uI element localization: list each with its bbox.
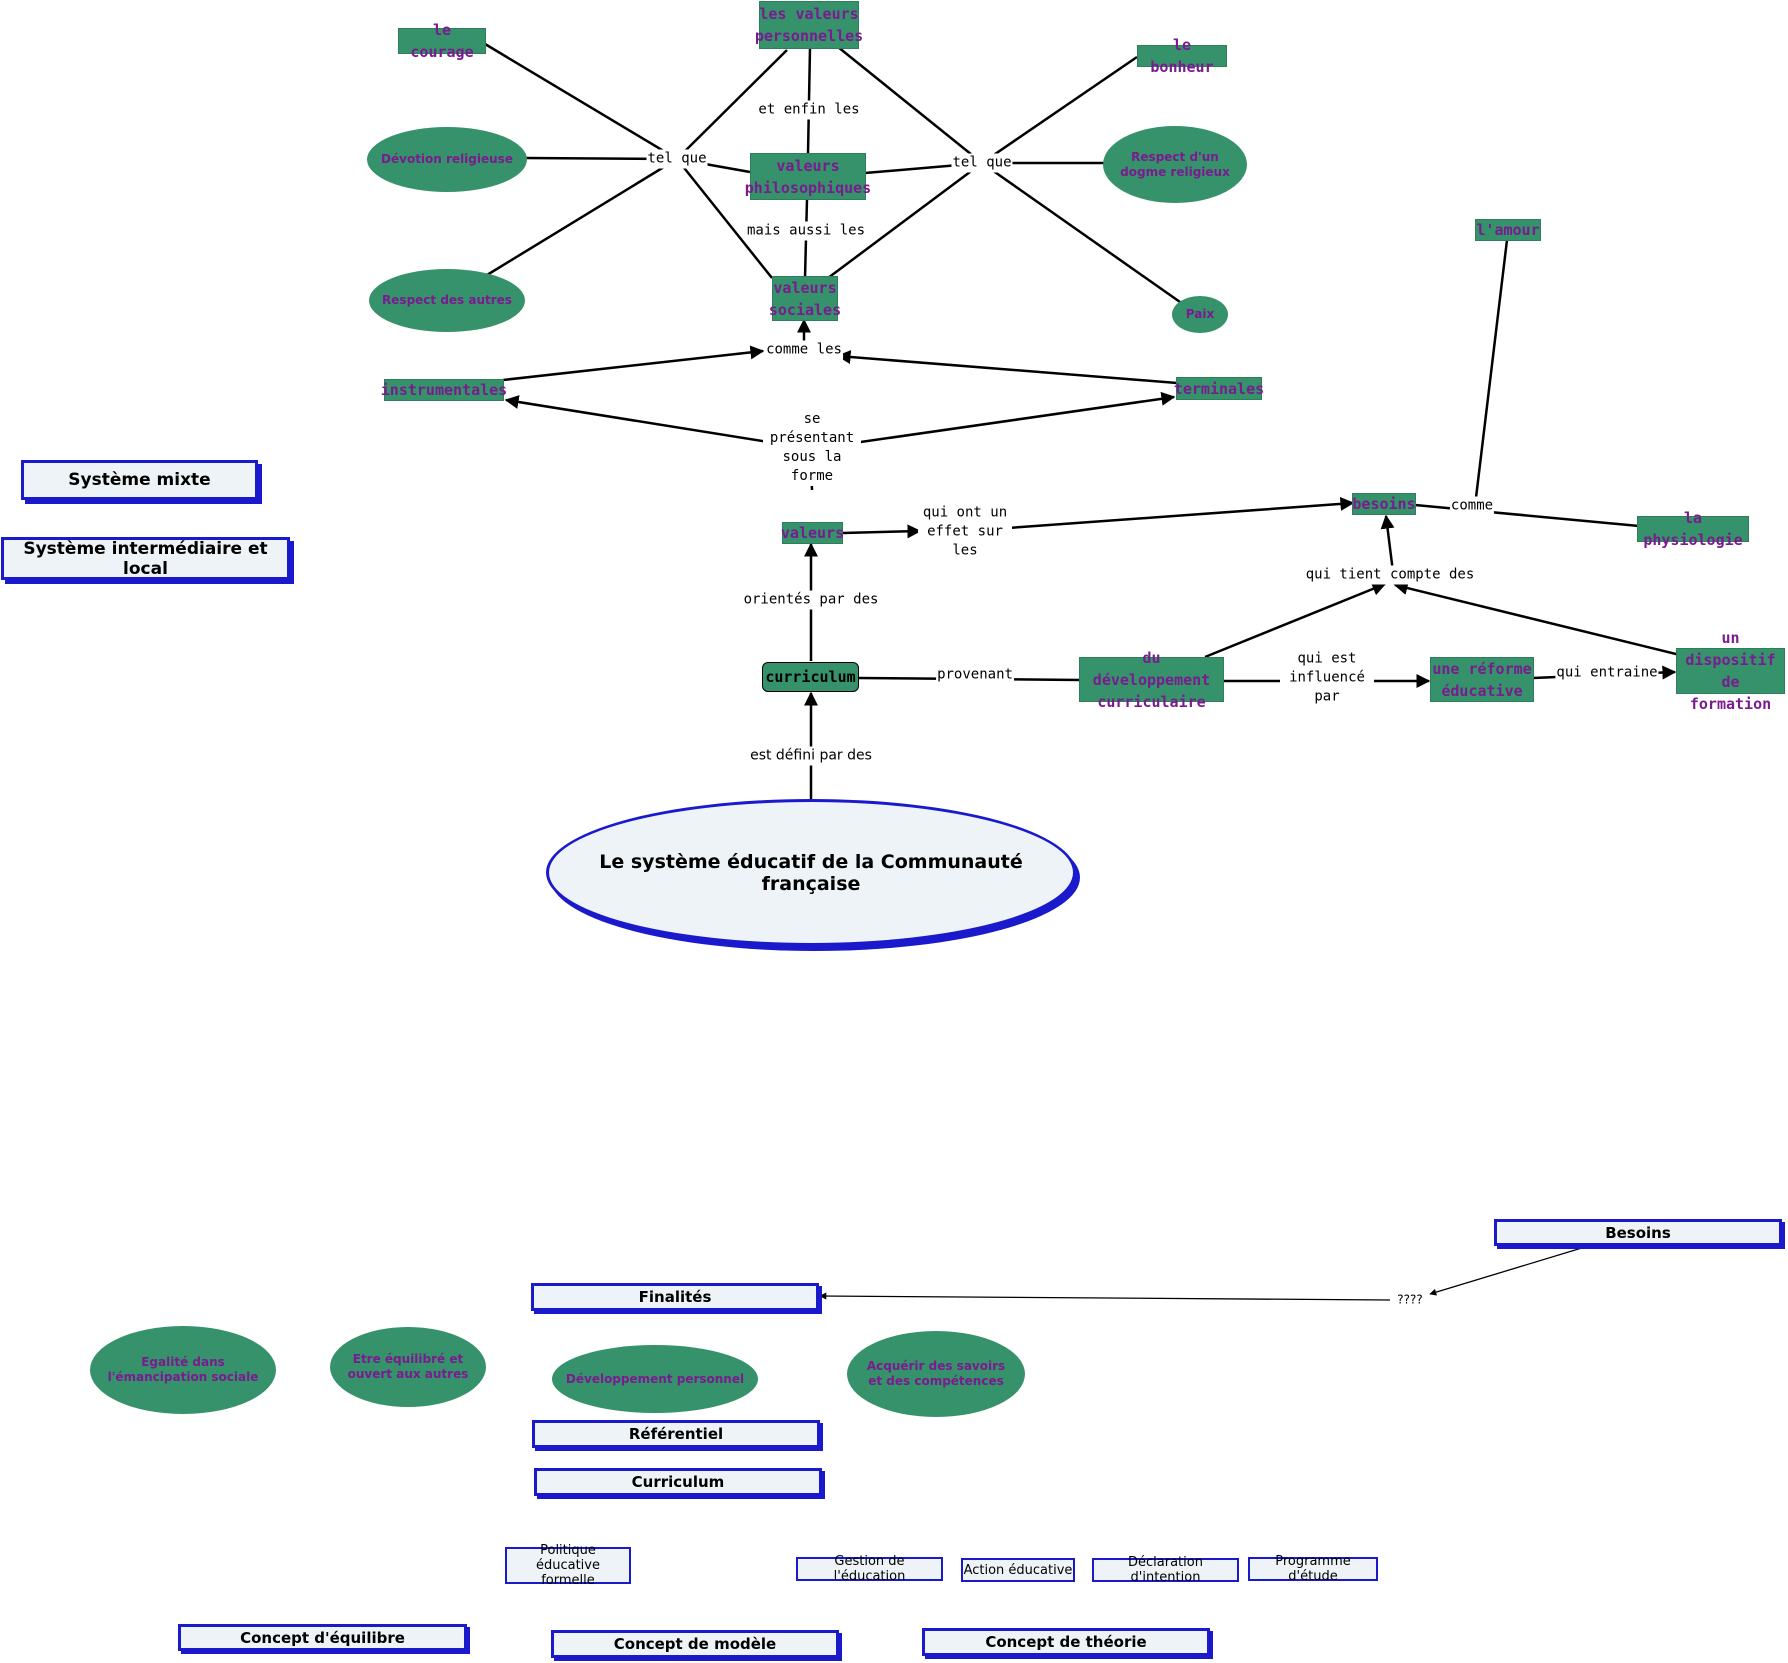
node-terminales[interactable]: terminales bbox=[1174, 377, 1264, 400]
link-label-comme: comme bbox=[1449, 496, 1495, 516]
box-concept-theorie[interactable]: Concept de théorie bbox=[922, 1628, 1210, 1656]
box-politique-educative[interactable]: Politique éducative formelle bbox=[505, 1543, 631, 1588]
link-label-mais-aussi-les: mais aussi les bbox=[745, 221, 867, 241]
node-equilibre[interactable]: Etre équilibré et ouvert aux autres bbox=[330, 1327, 486, 1407]
node-systeme-educatif[interactable]: Le système éducatif de la Communauté fra… bbox=[546, 799, 1076, 946]
link-label-tel-que-right: tel que bbox=[951, 153, 1013, 173]
link-label-provenant: provenant bbox=[936, 665, 1014, 685]
box-concept-equilibre[interactable]: Concept d'équilibre bbox=[178, 1624, 467, 1651]
link-label-qui-ont-un-effet: qui ont un effet sur les bbox=[918, 503, 1012, 561]
box-declaration-intention[interactable]: Déclaration d'intention bbox=[1092, 1555, 1239, 1585]
box-systeme-intermediaire[interactable]: Système intermédiaire et local bbox=[1, 537, 290, 580]
node-dispositif-formation[interactable]: un dispositif de formation bbox=[1676, 629, 1785, 713]
link-label-se-presentant: se présentant sous la forme bbox=[763, 410, 861, 486]
link-label-qui-entraine: qui entraine bbox=[1555, 663, 1659, 683]
box-finalites[interactable]: Finalités bbox=[531, 1283, 819, 1311]
link-label-comme-les: comme les bbox=[765, 340, 843, 360]
node-courage[interactable]: le courage bbox=[398, 21, 486, 61]
link-label-orientes-par: orientés par des bbox=[742, 590, 880, 610]
link-label-qui-est-influence: qui est influencé par bbox=[1280, 649, 1374, 707]
link-label-unknown: ???? bbox=[1396, 1290, 1424, 1310]
node-devotion-religieuse[interactable]: Dévotion religieuse bbox=[367, 127, 527, 192]
node-developpement-curriculaire[interactable]: du développement curriculaire bbox=[1079, 649, 1224, 711]
node-valeurs-personnelles[interactable]: les valeurs personnelles bbox=[755, 1, 863, 49]
node-acquerir[interactable]: Acquérir des savoirs et des compétences bbox=[847, 1331, 1025, 1417]
box-concept-modele[interactable]: Concept de modèle bbox=[551, 1630, 839, 1658]
link-label-est-defini: est défini par des bbox=[749, 746, 873, 766]
box-systeme-mixte[interactable]: Système mixte bbox=[21, 460, 258, 500]
node-valeurs-philosophiques[interactable]: valeurs philosophiques bbox=[745, 153, 871, 200]
link-label-qui-tient-compte: qui tient compte des bbox=[1304, 565, 1476, 585]
box-referentiel[interactable]: Référentiel bbox=[532, 1420, 820, 1448]
node-bonheur[interactable]: le bonheur bbox=[1137, 36, 1227, 76]
node-egalite[interactable]: Egalité dans l'émancipation sociale bbox=[90, 1326, 276, 1414]
node-amour[interactable]: l'amour bbox=[1475, 219, 1541, 241]
box-action-educative[interactable]: Action éducative bbox=[961, 1558, 1075, 1582]
box-curriculum[interactable]: Curriculum bbox=[534, 1468, 822, 1496]
box-besoins[interactable]: Besoins bbox=[1494, 1219, 1782, 1246]
node-instrumentales[interactable]: instrumentales bbox=[380, 379, 508, 401]
node-respect-dogme[interactable]: Respect d'un dogme religieux bbox=[1103, 126, 1247, 203]
node-physiologie[interactable]: la physiologie bbox=[1637, 509, 1749, 549]
node-respect-autres[interactable]: Respect des autres bbox=[369, 269, 525, 332]
node-reforme-educative[interactable]: une réforme éducative bbox=[1430, 657, 1534, 702]
node-valeurs[interactable]: valeurs bbox=[780, 522, 845, 544]
link-label-et-enfin-les: et enfin les bbox=[757, 100, 861, 120]
node-valeurs-sociales[interactable]: valeurs sociales bbox=[769, 276, 841, 321]
node-paix[interactable]: Paix bbox=[1172, 296, 1228, 333]
box-programme-etude[interactable]: Programme d'étude bbox=[1248, 1554, 1378, 1584]
node-curriculum[interactable]: curriculum bbox=[762, 662, 859, 692]
node-besoins[interactable]: besoins bbox=[1352, 493, 1416, 515]
node-developpement-personnel[interactable]: Développement personnel bbox=[552, 1345, 758, 1413]
box-gestion-education[interactable]: Gestion de l'éducation bbox=[796, 1554, 943, 1584]
link-label-tel-que-left: tel que bbox=[646, 149, 708, 169]
